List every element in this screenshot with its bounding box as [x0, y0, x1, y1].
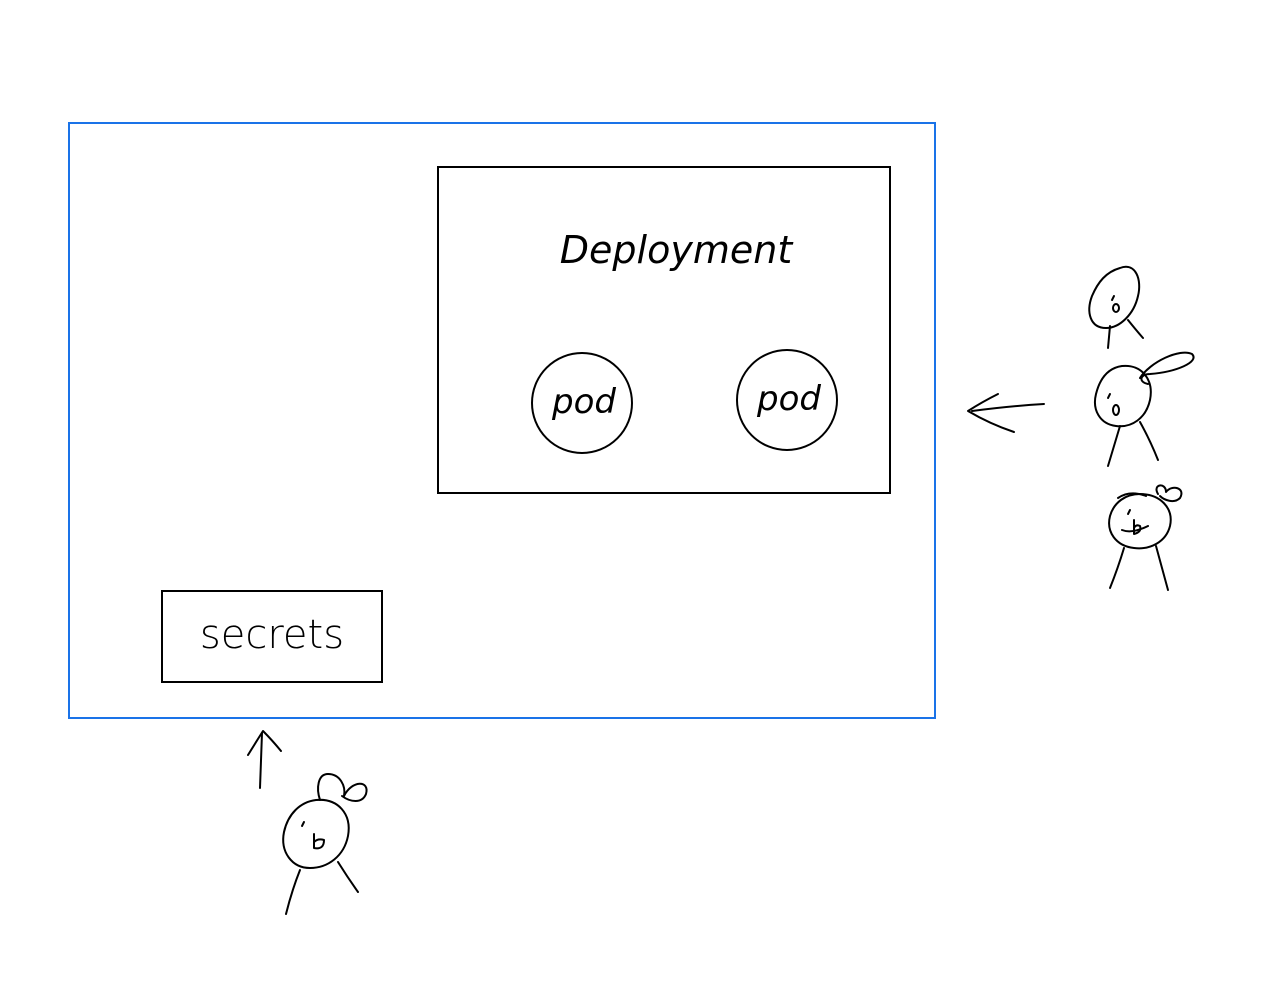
- pod-label: pod: [756, 379, 821, 419]
- arrow-up-icon: [247, 730, 282, 789]
- stick-figure-icon: [1094, 351, 1195, 467]
- pod-circle: [531, 352, 633, 454]
- stick-figure-icon: [1088, 265, 1144, 349]
- stick-figure-icon: [282, 773, 368, 915]
- pod-node: pod: [531, 352, 633, 454]
- deployment-border: [437, 166, 891, 494]
- stick-figure-icon: [1108, 484, 1183, 591]
- outer-boundary-box: [68, 122, 936, 719]
- secrets-box: secrets: [161, 590, 383, 683]
- pod-circle: [736, 349, 838, 451]
- arrow-left-icon: [967, 393, 1045, 433]
- pod-label: pod: [551, 382, 616, 422]
- secrets-label: secrets: [200, 612, 344, 658]
- secrets-border: [161, 590, 383, 683]
- pod-node: pod: [736, 349, 838, 451]
- deployment-box: Deployment pod pod: [437, 166, 891, 494]
- deployment-label: Deployment: [560, 228, 795, 272]
